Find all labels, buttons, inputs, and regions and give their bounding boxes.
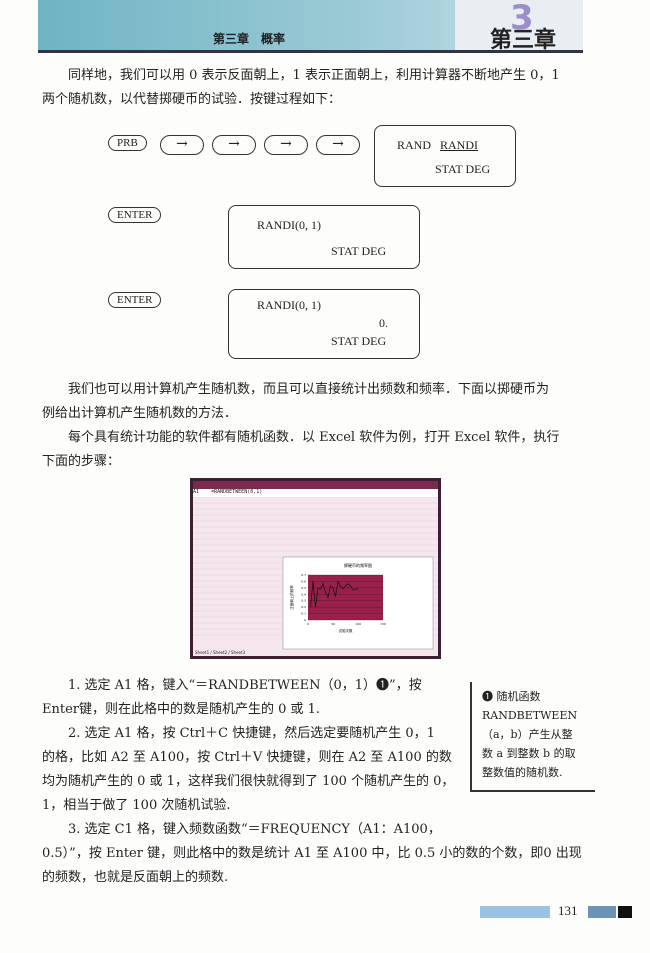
name-box: A1	[193, 489, 200, 495]
step-line: 2. 选定 A1 格，按 Ctrl＋C 快捷键，然后选定要随机产生 0，1	[68, 726, 435, 741]
calc-screen-1: RAND RANDI STAT DEG	[374, 125, 516, 187]
running-header: 第三章 概率	[213, 32, 286, 46]
formula-text: =RANDBETWEEN(0,1)	[211, 489, 263, 495]
x-axis-label: 试验次数	[339, 628, 353, 633]
calc-screen-3: RANDI(0, 1) 0. STAT DEG	[228, 289, 420, 359]
screen-value: 0.	[379, 316, 388, 330]
calc-screen-2: RANDI(0, 1) STAT DEG	[228, 205, 420, 269]
arrow-key: →	[160, 135, 204, 155]
excel-screenshot: A1 =RANDBETWEEN(0,1) 掷硬币的频率图 0 0.1 0.2 0.3 0.…	[190, 478, 441, 659]
chapter-label: 第三章	[490, 28, 557, 53]
screen-status: STAT DEG	[331, 244, 387, 258]
sheet-chart: 掷硬币的频率图 0 0.1 0.2 0.3 0.4 0.5 0.6 0.7 0 50 100 150 试验…	[193, 497, 438, 650]
screen-randi: RANDI	[440, 138, 478, 152]
note-line: （a，b）产生从整	[482, 728, 573, 741]
enter-key: ENTER	[108, 292, 162, 308]
menu-bar	[193, 481, 438, 489]
x-tick-label: 50	[331, 622, 335, 626]
x-tick-label: 100	[355, 622, 361, 626]
paragraph-line: 每个具有统计功能的软件都有随机函数．以 Excel 软件为例，打开 Excel …	[68, 430, 560, 445]
screen-expression: RANDI(0, 1)	[257, 218, 321, 232]
paragraph-line: 例给出计算机产生随机数的方法．	[42, 406, 238, 421]
paragraph-line: 下面的步骤：	[42, 454, 121, 469]
step-line: 0.5）”，按 Enter 键，则此格中的数是统计 A1 至 A100 中，比 …	[42, 846, 582, 861]
screen-status: STAT DEG	[331, 334, 387, 348]
screen-rand: RAND	[397, 138, 432, 152]
intro-line-2: 两个随机数，以代替掷硬币的试验．按键过程如下：	[42, 92, 342, 107]
arrow-key: →	[316, 135, 360, 155]
note-line: 整数值的随机数.	[482, 766, 563, 779]
step-line: 的频数，也就是反面朝上的频数.	[42, 870, 229, 885]
note-line: 数 a 到整数 b 的取	[482, 747, 576, 760]
margin-note: ❶ 随机函数 RANDBETWEEN （a，b）产生从整 数 a 到整数 b 的…	[470, 682, 595, 792]
y-tick-label: 0.1	[301, 612, 306, 616]
y-axis-label: 正面朝上的频率	[289, 585, 294, 610]
formula-bar: A1 =RANDBETWEEN(0,1)	[193, 489, 438, 497]
enter-key: ENTER	[108, 207, 162, 223]
arrow-key: →	[264, 135, 308, 155]
sheet-tabs: Sheet1 / Sheet2 / Sheet3	[195, 650, 246, 655]
arrow-key: →	[212, 135, 256, 155]
chart-title: 掷硬币的频率图	[344, 562, 372, 568]
intro-line-1: 同样地，我们可以用 0 表示反面朝上，1 表示正面朝上，利用计算器不断地产生 0…	[68, 68, 560, 83]
frequency-line	[310, 580, 359, 608]
step-line: Enter键，则在此格中的数是随机产生的 0 或 1.	[42, 702, 321, 717]
y-tick-label: 0.5	[301, 586, 306, 590]
y-tick-label: 0.3	[301, 599, 306, 603]
note-line: RANDBETWEEN	[482, 709, 578, 722]
page-bar	[588, 906, 616, 918]
y-tick-label: 0.4	[301, 592, 306, 596]
page-bar	[480, 906, 550, 918]
page-number: 131	[558, 903, 578, 918]
chapter-number: 3	[510, 0, 534, 38]
step-line: 的格，比如 A2 至 A100，按 Ctrl＋V 快捷键，则在 A2 至 A10…	[42, 750, 452, 765]
x-tick-label: 150	[380, 622, 386, 626]
y-tick-label: 0.2	[301, 605, 306, 609]
x-tick-label: 0	[307, 622, 309, 626]
paragraph-line: 我们也可以用计算机产生随机数，而且可以直接统计出频数和频率．下面以掷硬币为	[68, 382, 550, 397]
screen-status: STAT DEG	[435, 162, 491, 176]
note-line: ❶ 随机函数	[482, 690, 541, 703]
step-line: 1. 选定 A1 格，键入“＝RANDBETWEEN（0，1）❶”，按	[68, 678, 422, 693]
step-line: 1，相当于做了 100 次随机试验.	[42, 798, 231, 813]
step-line: 均为随机产生的 0 或 1，这样我们很快就得到了 100 个随机产生的 0，	[42, 774, 455, 789]
page-bar	[618, 906, 632, 918]
y-tick-label: 0.6	[301, 579, 306, 583]
y-tick-label: 0.7	[301, 573, 306, 577]
prb-key: PRB	[108, 135, 147, 151]
step-line: 3. 选定 C1 格，键入频数函数“＝FREQUENCY（A1：A100，	[68, 822, 441, 837]
y-tick-label: 0	[304, 618, 306, 622]
screen-expression: RANDI(0, 1)	[257, 298, 321, 312]
chapter-tab	[455, 0, 583, 50]
plot-area	[308, 575, 383, 620]
